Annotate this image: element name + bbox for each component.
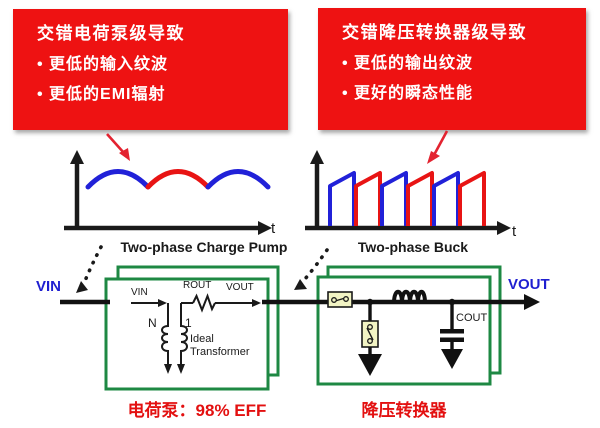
vout-label: VOUT: [508, 276, 550, 293]
red-arrow-left: [106, 133, 130, 161]
secondary-down-arrowhead: [177, 364, 185, 374]
two-phase-buck-label: Two-phase Buck: [357, 239, 469, 255]
buck-ripple-waveform: [328, 171, 486, 226]
cout-label: COUT: [456, 312, 488, 324]
internal-vout-label: VOUT: [226, 282, 254, 293]
charge-pump-caption: 电荷泵：98% EFF: [127, 401, 267, 420]
vin-label: VIN: [36, 278, 62, 295]
callout-charge-pump-bullet-2: • 更低的EMI辐射: [37, 86, 166, 103]
buck-ripple-axes: [305, 150, 511, 235]
primary-down-arrowhead: [164, 364, 172, 374]
ideal-transformer-label-line1: Ideal: [190, 333, 214, 345]
callout-charge-pump: 交错电荷泵级导致 • 更低的输入纹波 • 更低的EMI辐射: [13, 9, 288, 130]
internal-vin-label: VIN: [131, 287, 148, 298]
callout-charge-pump-bullet-1: • 更低的输入纹波: [37, 56, 169, 73]
turns-1-label: 1: [185, 316, 192, 330]
resistor-rout: [192, 293, 216, 313]
charge-pump-ripple-waveform: [85, 169, 271, 190]
charge-pump-box-front: [104, 277, 270, 391]
ground-arrow-1: [358, 354, 382, 376]
vout-arrowhead: [524, 294, 540, 310]
transformer-primary-winding: [161, 303, 169, 366]
turns-n-label: N: [148, 316, 157, 330]
buck-caption: 降压转换器: [361, 401, 447, 420]
internal-vout-arrowhead: [252, 299, 261, 307]
vin-arrowhead: [158, 299, 167, 307]
right-axis-t-label: t: [512, 223, 517, 240]
charge-pump-internals: [131, 293, 261, 374]
callout-buck: 交错降压转换器级导致 • 更低的输出纹波 • 更好的瞬态性能: [318, 8, 586, 130]
callout-buck-title: 交错降压转换器级导致: [342, 23, 527, 42]
callout-buck-bullet-1: • 更低的输出纹波: [342, 55, 474, 72]
inductor: [392, 289, 427, 304]
dotted-arrow-left: [76, 245, 103, 293]
charge-pump-ripple-axes: [64, 150, 272, 235]
ideal-transformer-label-line2: Transformer: [190, 346, 250, 358]
buck-internals: [327, 289, 464, 376]
internal-rout-label: ROUT: [183, 280, 212, 291]
callout-buck-bullet-2: • 更好的瞬态性能: [342, 85, 474, 102]
dotted-arrow-right: [294, 248, 329, 290]
transformer-secondary-winding: [180, 303, 188, 366]
callout-charge-pump-title: 交错电荷泵级导致: [37, 24, 185, 43]
two-phase-charge-pump-label: Two-phase Charge Pump: [120, 239, 288, 255]
left-axis-t-label: t: [271, 220, 276, 237]
red-arrow-right: [427, 130, 449, 164]
ground-arrow-2: [441, 349, 463, 369]
